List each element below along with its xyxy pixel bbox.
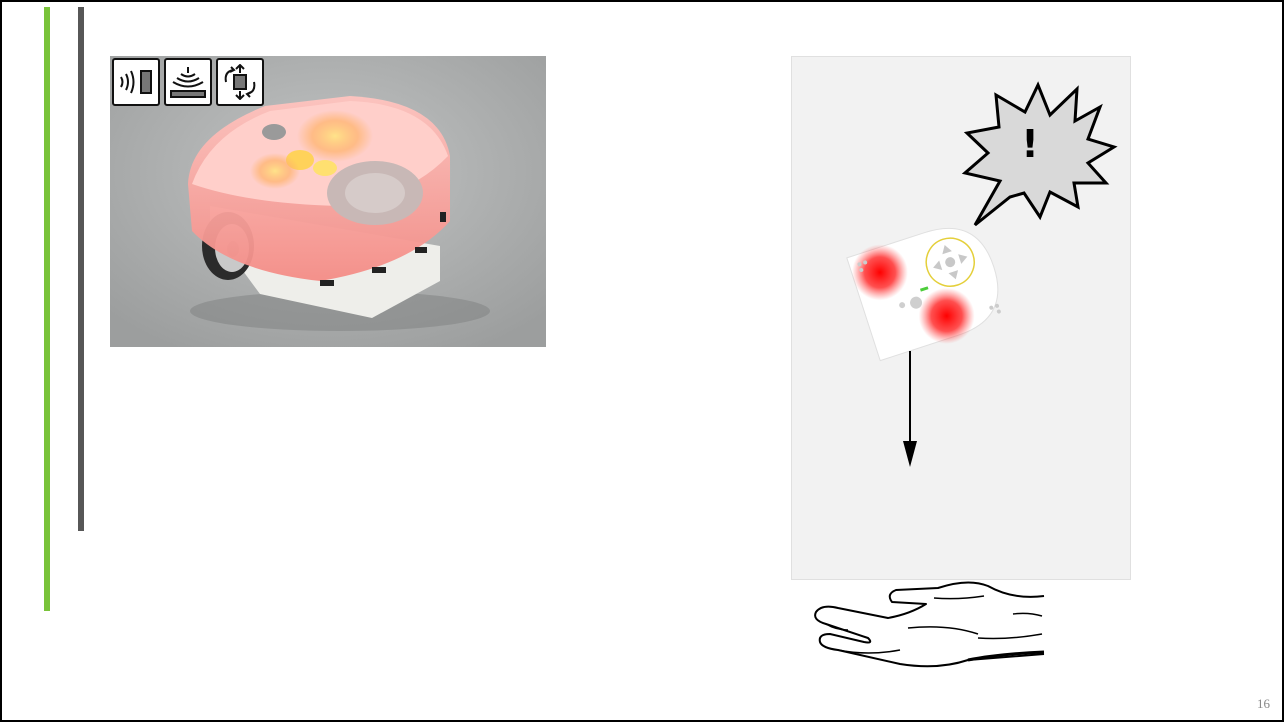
exclamation-mark: ! [1021,122,1038,166]
falling-arrowhead [903,441,917,467]
ground-sensor-icon [164,58,212,106]
open-hand-icon [808,578,1048,673]
green-accent-bar [44,7,50,611]
proximity-sensor-icon [112,58,160,106]
gray-accent-bar [78,7,84,531]
robot-top-view [845,212,1013,367]
diagram-drawing: ! [792,57,1130,579]
shock-diagram: ! [791,56,1131,580]
accelerometer-icon [216,58,264,106]
explosion-bubble [965,85,1114,225]
page-number: 16 [1257,696,1270,712]
sensor-icon-row [112,58,264,106]
